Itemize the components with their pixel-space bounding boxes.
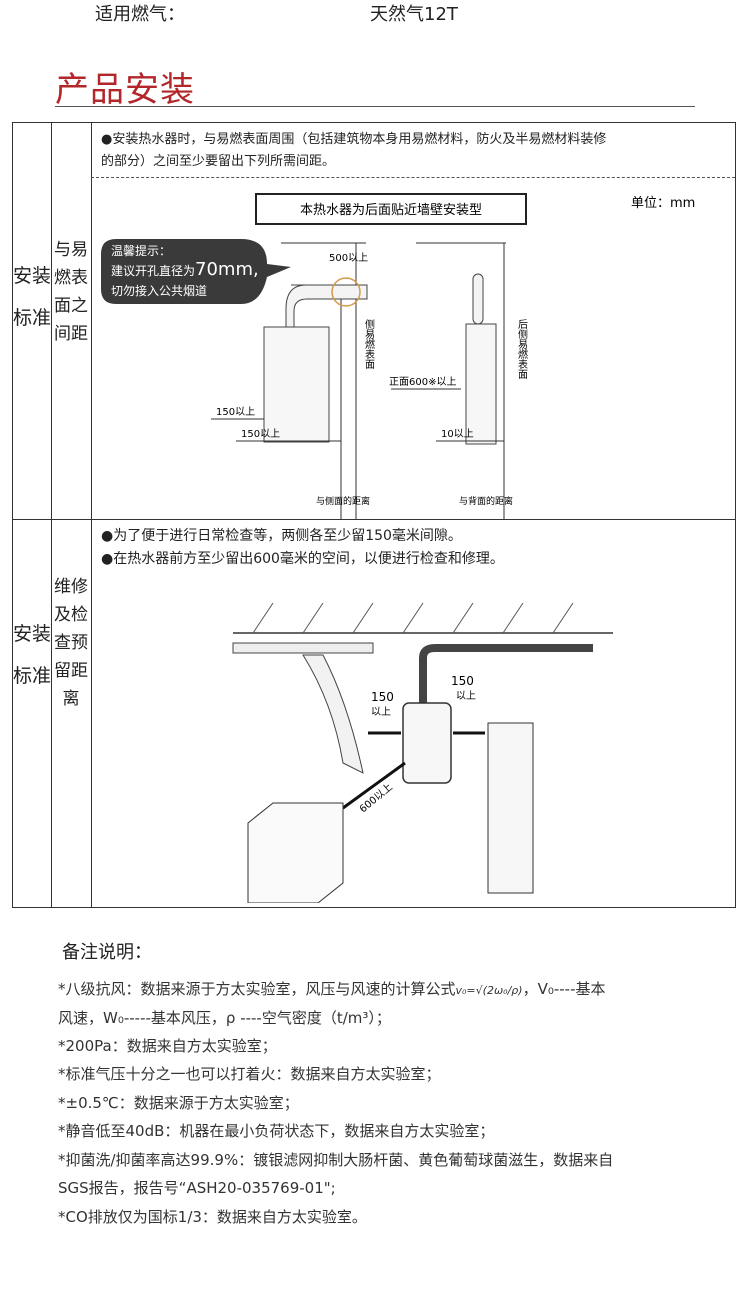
row1-subcategory: 与易燃表面之间距 xyxy=(54,240,88,344)
dim-front-600: 正面600※以上 xyxy=(389,376,456,388)
note-7: *CO排放仅为国标1/3：数据来自方太实验室。 xyxy=(58,1208,367,1226)
dim-600: 600以上 xyxy=(357,781,395,815)
dim-150-left: 150以上 xyxy=(216,406,255,418)
cabinet xyxy=(247,802,344,903)
curtain-rail xyxy=(232,642,374,654)
tip-bubble xyxy=(101,239,291,304)
highlight-ring xyxy=(331,277,361,307)
dim-150-right: 150 xyxy=(451,674,474,688)
dim-150-right-sub: 以上 xyxy=(456,690,476,702)
note-3: *标准气压十分之一也可以打着火：数据来自方太实验室； xyxy=(58,1065,441,1083)
arrow-front xyxy=(342,761,406,810)
dashed-divider xyxy=(91,177,735,178)
note-1: *八级抗风：数据来源于方太实验室，风压与风速的计算公式v₀=√(2ω₀/ρ)，V… xyxy=(58,980,606,998)
svg-text:建议开孔直径为70mm,: 建议开孔直径为70mm, xyxy=(111,259,259,280)
install-table: 安装标准 与易燃表面之间距 ●安装热水器时，与易燃表面周围（包括建筑物本身用易燃… xyxy=(12,122,736,908)
note-5: *静音低至40dB：机器在最小负荷状态下，数据来自方太实验室； xyxy=(58,1122,495,1140)
caption-side: 与侧面的距离 xyxy=(316,495,370,507)
row2-category: 安装标准 xyxy=(13,623,52,687)
note-1-cont: 风速，W₀-----基本风压，ρ ----空气密度（t/m³）； xyxy=(58,1009,391,1027)
tip-line1: 建议开孔直径为 xyxy=(111,264,195,278)
flue-pipe xyxy=(419,644,593,703)
note-6: *抑菌洗/抑菌率高达99.9%：镀银滤网抑制大肠杆菌、黄色葡萄球菌滋生，数据来自 xyxy=(58,1151,614,1169)
dim-150-left-sub: 以上 xyxy=(371,706,391,718)
row1-category: 安装标准 xyxy=(13,265,52,329)
section-title: 产品安装 xyxy=(55,70,195,110)
gas-type-label: 适用燃气： xyxy=(95,4,185,25)
box-label-frame xyxy=(255,193,527,225)
row-divider xyxy=(13,519,735,520)
row1-bullet-line2: 的部分）之间至少要留出下列所需间距。 xyxy=(101,154,336,169)
notes-title: 备注说明： xyxy=(62,942,152,963)
tip-line2: 切勿接入公共烟道 xyxy=(111,283,207,298)
heater-side xyxy=(465,323,497,445)
dim-150-left: 150 xyxy=(371,690,394,704)
dim-150-bottom: 150以上 xyxy=(241,428,280,440)
tip-size: 70mm, xyxy=(195,259,259,280)
back-surface-label: 后侧易燃表面 xyxy=(516,319,528,380)
tip-title: 温馨提示： xyxy=(111,243,171,258)
flue-pipe-side xyxy=(472,273,484,325)
unit-label: 单位：mm xyxy=(631,196,695,211)
col-divider xyxy=(51,123,52,907)
dim-500: 500以上 xyxy=(329,252,368,264)
clearance-diagram: 本热水器为后面贴近墙壁安装型 单位：mm 温馨提示： 建议开孔直径为70mm, … xyxy=(101,193,695,519)
flue-pipe xyxy=(285,284,368,330)
col-divider xyxy=(91,123,92,907)
note-2: *200Pa：数据来自方太实验室； xyxy=(58,1037,277,1055)
ceiling-hatch xyxy=(252,602,574,634)
note-6-cont: SGS报告，报告号“ASH20-035769-01"; xyxy=(58,1179,336,1197)
note-4: *±0.5℃：数据来源于方太实验室； xyxy=(58,1094,299,1112)
row1-bullet-line1: ●安装热水器时，与易燃表面周围（包括建筑物本身用易燃材料，防火及半易燃材料装修 xyxy=(101,132,607,147)
title-divider xyxy=(55,106,695,107)
wind-formula: v₀=√(2ω₀/ρ) xyxy=(455,984,523,997)
shelf xyxy=(487,722,534,894)
row2-bullet2: ●在热水器前方至少留出600毫米的空间，以便进行检查和修理。 xyxy=(101,551,504,567)
curtain xyxy=(302,654,364,774)
side-surface-label: 侧易燃表面 xyxy=(363,318,375,370)
dim-10: 10以上 xyxy=(441,428,474,440)
box-label: 本热水器为后面贴近墙壁安装型 xyxy=(300,203,482,218)
caption-back: 与背面的距离 xyxy=(459,495,513,507)
row2-bullet1: ●为了便于进行日常检查等，两侧各至少留150毫米间隙。 xyxy=(101,528,462,544)
row2-subcategory: 维修及检查预留距离 xyxy=(54,577,88,709)
heater-front xyxy=(263,326,330,443)
gas-type-value: 天然气12T xyxy=(370,4,458,25)
maintenance-diagram: 150 以上 150 以上 600以上 xyxy=(232,602,613,903)
heater xyxy=(402,702,452,784)
